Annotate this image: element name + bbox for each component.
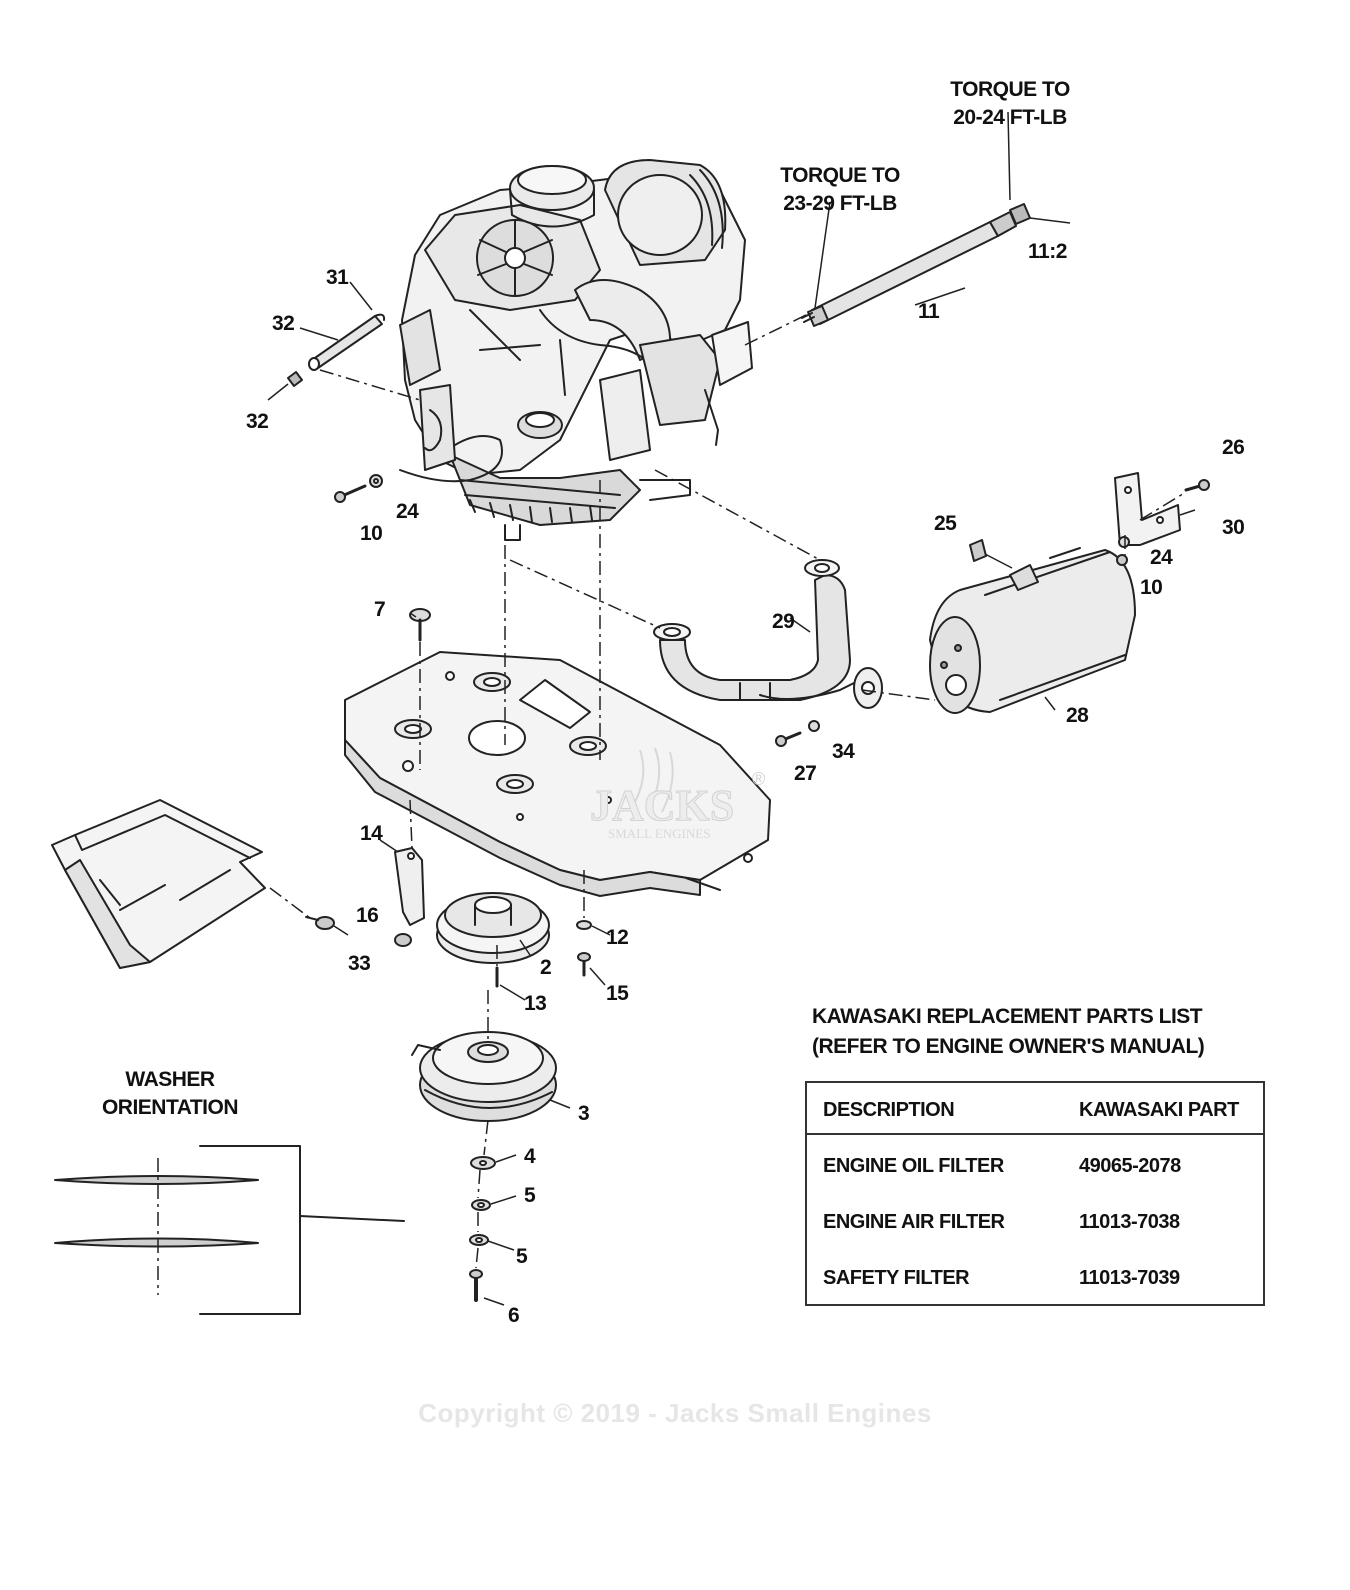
callout-24-right: 24	[1150, 546, 1173, 569]
muffler-bracket	[1114, 472, 1181, 546]
callout-5-bottom: 5	[516, 1245, 528, 1268]
parts-list-row: SAFETY FILTER 11013-7039	[807, 1251, 1263, 1307]
copyright-text: Copyright © 2019 - Jacks Small Engines	[418, 1398, 932, 1428]
callout-30: 30	[1222, 516, 1245, 539]
bracket-14	[394, 847, 425, 947]
torque-note-top: TORQUE TO 20-24 FT-LB	[935, 76, 1085, 132]
parts-header-part: KAWASAKI PART	[1079, 1099, 1239, 1121]
callout-2: 2	[540, 956, 552, 979]
parts-list-table: DESCRIPTION KAWASAKI PART ENGINE OIL FIL…	[805, 1081, 1265, 1306]
callout-5-top: 5	[524, 1184, 536, 1207]
callout-34: 34	[832, 740, 855, 763]
washer-note-line2: ORIENTATION	[101, 1096, 239, 1119]
fuel-line-11	[801, 203, 1031, 327]
callout-4: 4	[524, 1145, 536, 1168]
callout-3: 3	[578, 1102, 590, 1125]
parts-list-row: ENGINE OIL FILTER 49065-2078	[807, 1139, 1263, 1195]
callout-6: 6	[508, 1304, 520, 1327]
parts-list-row: ENGINE AIR FILTER 11013-7038	[807, 1195, 1263, 1251]
callout-27: 27	[794, 762, 817, 785]
pulley	[436, 892, 550, 964]
parts-list-title-line1: KAWASAKI REPLACEMENT PARTS LIST	[812, 1005, 1203, 1028]
callout-12: 12	[606, 926, 629, 949]
exhaust-pipe	[653, 559, 883, 709]
watermark-sub: SMALL ENGINES	[608, 826, 710, 841]
callout-16: 16	[356, 904, 379, 927]
callout-32-bottom: 32	[246, 410, 269, 433]
washer-orientation-note: WASHER ORIENTATION	[90, 1066, 250, 1122]
torque-note-mid-line1: TORQUE TO	[780, 164, 900, 187]
callout-11: 11	[918, 300, 940, 323]
parts-row-description: ENGINE AIR FILTER	[823, 1211, 1005, 1233]
bolt-7	[409, 608, 431, 642]
parts-header-divider	[807, 1133, 1263, 1135]
parts-header-description: DESCRIPTION	[823, 1099, 955, 1121]
callout-11-2: 11:2	[1028, 240, 1067, 263]
callout-15: 15	[606, 982, 629, 1005]
electric-clutch	[411, 1031, 557, 1122]
callout-10-right: 10	[1140, 576, 1163, 599]
callout-10-left: 10	[360, 522, 383, 545]
parts-row-part: 11013-7038	[1079, 1211, 1180, 1233]
callout-14: 14	[360, 822, 383, 845]
torque-note-mid-line2: 23-29 FT-LB	[783, 192, 897, 215]
washer-note-line1: WASHER	[125, 1068, 215, 1091]
callout-7: 7	[374, 598, 386, 621]
muffler	[929, 547, 1136, 714]
parts-row-description: SAFETY FILTER	[823, 1267, 970, 1289]
callout-24-left: 24	[396, 500, 419, 523]
engine-deck	[344, 651, 771, 897]
watermark-brand: JACKS	[590, 781, 734, 830]
callout-28: 28	[1066, 704, 1089, 727]
parts-row-description: ENGINE OIL FILTER	[823, 1155, 1004, 1177]
parts-list-title-line2: (REFER TO ENGINE OWNER'S MANUAL)	[812, 1035, 1205, 1058]
parts-list-header-row: DESCRIPTION KAWASAKI PART	[807, 1083, 1263, 1139]
callout-31: 31	[326, 266, 349, 289]
callout-26: 26	[1222, 436, 1245, 459]
callout-29: 29	[772, 610, 795, 633]
callout-13: 13	[524, 992, 547, 1015]
bolt-10-left	[334, 474, 383, 503]
washer-orientation-figure	[54, 1145, 405, 1315]
torque-note-mid: TORQUE TO 23-29 FT-LB	[765, 162, 915, 218]
parts-row-part: 49065-2078	[1079, 1155, 1181, 1177]
knob-33	[305, 916, 335, 930]
jacks-watermark: JACKS ® SMALL ENGINES	[590, 747, 765, 841]
callout-25: 25	[934, 512, 957, 535]
torque-note-top-line2: 20-24 FT-LB	[953, 106, 1067, 129]
parts-row-part: 11013-7039	[1079, 1267, 1180, 1289]
fuel-hose	[287, 313, 386, 387]
watermark-mark: ®	[752, 769, 765, 789]
engine-assembly	[399, 159, 753, 541]
callout-33: 33	[348, 952, 371, 975]
callout-32-top: 32	[272, 312, 295, 335]
parts-list-title: KAWASAKI REPLACEMENT PARTS LIST (REFER T…	[812, 1002, 1205, 1062]
torque-note-top-line1: TORQUE TO	[950, 78, 1070, 101]
belt-guard	[51, 799, 266, 969]
